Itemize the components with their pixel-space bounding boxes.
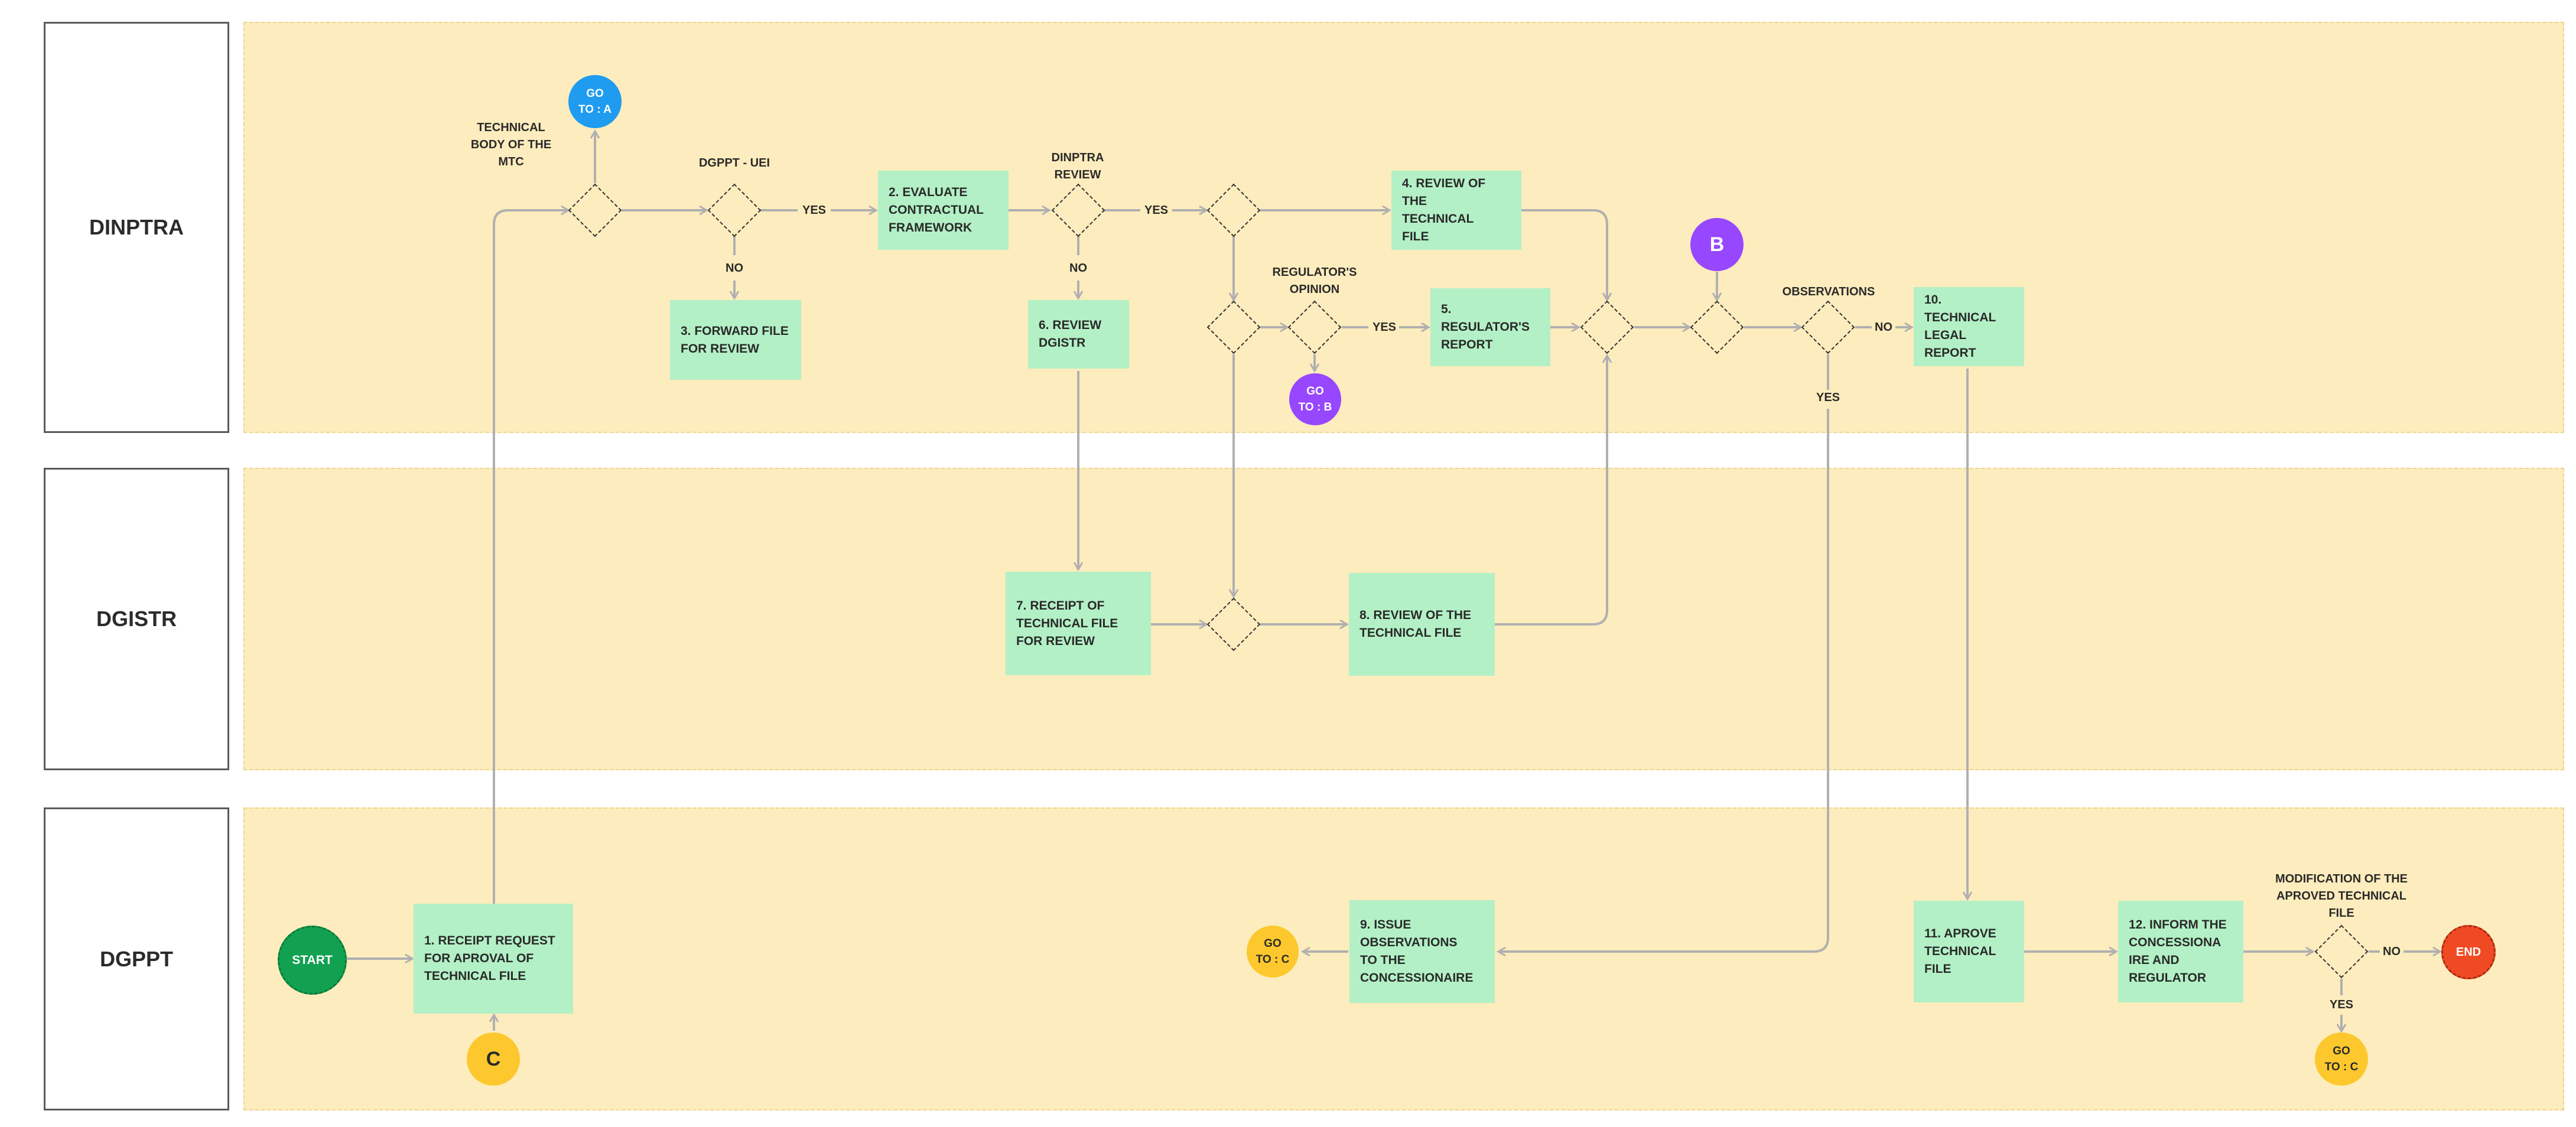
label-no-observations: NO: [1875, 321, 1892, 334]
step-7-receipt-technical-file: 7. RECEIPT OF TECHNICAL FILE FOR REVIEW: [1006, 572, 1151, 675]
lane-title-dinptra: DINPTRA: [44, 22, 229, 433]
label-no-modification: NO: [2383, 945, 2401, 958]
goto-c-connector-right: GO TO : C: [2315, 1032, 2368, 1086]
step-10-technical-legal-report: 10. TECHNICAL LEGAL REPORT: [1914, 287, 2024, 366]
label-dgppt-uei: DGPPT - UEI: [698, 157, 770, 170]
step-1-receipt-request: 1. RECEIPT REQUEST FOR APROVAL OF TECHNI…: [414, 904, 573, 1014]
goto-a-connector: GO TO : A: [568, 75, 622, 128]
label-yes-dinptra-review: YES: [1144, 204, 1169, 217]
step-6-review-dgistr: 6. REVIEW DGISTR: [1028, 300, 1129, 369]
label-no-dgppt-uei: NO: [726, 262, 743, 275]
step-9-issue-observations: 9. ISSUE OBSERVATIONS TO THE CONCESSIONA…: [1349, 900, 1495, 1003]
label-yes-modification: YES: [2329, 998, 2354, 1011]
label-no-dinptra-review: NO: [1069, 262, 1087, 275]
label-modification: MODIFICATION OF THE APROVED TECHNICAL FI…: [2275, 872, 2408, 920]
step-3-forward-file: 3. FORWARD FILE FOR REVIEW: [670, 300, 801, 380]
goto-c-connector-left: GO TO : C: [1247, 926, 1299, 978]
label-yes-observations: YES: [1816, 391, 1840, 404]
step-8-review-technical-file: 8. REVIEW OF THE TECHNICAL FILE: [1349, 573, 1495, 676]
label-dinptra-review: DINPTRA REVIEW: [1051, 151, 1104, 181]
step-5-regulators-report: 5. REGULATOR'S REPORT: [1430, 288, 1550, 366]
step-12-inform-concessionaire: 12. INFORM THE CONCESSIONA IRE AND REGUL…: [2118, 901, 2243, 1002]
label-yes-dgppt-uei: YES: [802, 204, 827, 217]
step-11-aprove-technical-file: 11. APROVE TECHNICAL FILE: [1914, 901, 2024, 1002]
step-2-evaluate-framework: 2. EVALUATE CONTRACTUAL FRAMEWORK: [878, 171, 1009, 250]
label-yes-regulators-opinion: YES: [1372, 321, 1397, 334]
node-c-connector: C: [467, 1032, 520, 1086]
step-4-review-technical-file: 4. REVIEW OF THE TECHNICAL FILE: [1391, 171, 1521, 250]
end-terminal: END: [2441, 925, 2496, 979]
lane-title-dgistr: DGISTR: [44, 468, 229, 770]
node-b-connector: B: [1690, 218, 1744, 271]
label-observations: OBSERVATIONS: [1782, 285, 1875, 298]
label-regulators-opinion: REGULATOR'S OPINION: [1272, 266, 1357, 296]
label-technical-body: TECHNICAL BODY OF THE MTC: [470, 121, 552, 168]
goto-b-connector: GO TO : B: [1289, 373, 1341, 425]
lane-title-dgppt: DGPPT: [44, 807, 229, 1110]
start-terminal: START: [278, 926, 347, 995]
